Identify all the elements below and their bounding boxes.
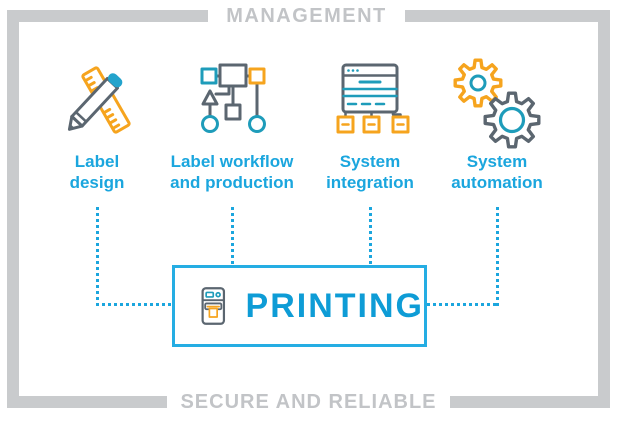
ruler-pencil-icon	[67, 66, 131, 134]
feature-label-line: design	[69, 173, 125, 192]
feature-label-workflow: Label workflow and production	[152, 151, 312, 193]
frame-bottom-bar-right	[450, 396, 610, 408]
secure-reliable-caption: SECURE AND RELIABLE	[180, 391, 437, 413]
frame-bottom-bar-left	[7, 396, 167, 408]
connector-integration-vertical	[368, 207, 372, 265]
feature-label-line: integration	[326, 173, 414, 192]
printing-box: PRINTING	[172, 265, 427, 347]
connector-design-horizontal	[95, 302, 173, 306]
management-caption: MANAGEMENT	[226, 5, 387, 27]
connector-design-vertical	[95, 207, 99, 306]
connector-automation-vertical	[495, 207, 499, 306]
feature-label-line: and production	[170, 173, 294, 192]
workflow-icon	[200, 63, 266, 133]
connector-automation-horizontal	[427, 302, 499, 306]
feature-label-line: Label workflow	[170, 152, 294, 171]
frame-top-bar-left	[7, 10, 208, 22]
printer-icon	[201, 287, 226, 325]
feature-label-integration: System integration	[290, 151, 450, 193]
printing-label: PRINTING	[245, 286, 424, 325]
frame-left-bar	[7, 10, 19, 408]
connector-workflow-vertical	[230, 207, 234, 265]
frame-top-bar-right	[405, 10, 610, 22]
gears-icon	[453, 58, 541, 149]
feature-label-design: Label design	[17, 151, 177, 193]
feature-label-line: System	[466, 152, 528, 171]
feature-label-automation: System automation	[417, 151, 577, 193]
feature-label-line: Label	[74, 152, 120, 171]
feature-label-line: System	[339, 152, 401, 171]
frame-right-bar	[598, 10, 610, 408]
feature-label-line: automation	[451, 173, 543, 192]
server-integration-icon	[336, 63, 410, 134]
